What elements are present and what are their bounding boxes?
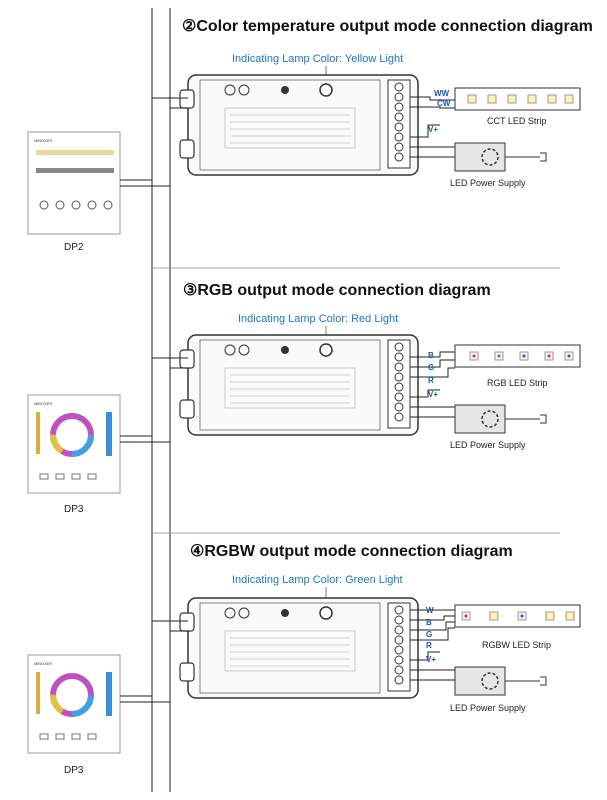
strip-label: RGBW LED Strip — [482, 640, 551, 650]
section-title: ④RGBW output mode connection diagram — [190, 543, 513, 560]
wire-label: R — [428, 376, 434, 385]
section-rgb: ③RGB output mode connection diagram Indi… — [27, 282, 581, 515]
section-rgbw: ④RGBW output mode connection diagram Ind… — [27, 543, 581, 776]
section-title: ②Color temperature output mode connectio… — [182, 18, 593, 35]
strip-label: CCT LED Strip — [487, 116, 546, 126]
ce-icon — [224, 344, 236, 356]
wire-label: B — [428, 351, 434, 360]
power-supply — [454, 666, 547, 696]
wire-label: W — [426, 606, 434, 615]
panel-name: DP2 — [64, 242, 84, 253]
terminal-block — [387, 339, 411, 429]
button-icon — [281, 86, 289, 94]
panel-brand: MiBOXER — [34, 138, 52, 143]
wire-label: G — [426, 630, 432, 639]
wall-panel: MiBOXER — [27, 131, 121, 235]
power-supply — [454, 404, 547, 434]
wire-label: B — [426, 618, 432, 627]
controller-box — [179, 597, 419, 699]
panel-name: DP3 — [64, 504, 84, 515]
wire-label: R — [426, 641, 432, 650]
indicator-label: Indicating Lamp Color: Green Light — [232, 574, 403, 586]
gear-icon — [481, 410, 499, 428]
gear-icon — [481, 672, 499, 690]
terminal-block — [387, 602, 411, 692]
wire-label: G — [428, 363, 434, 372]
power-label: LED Power Supply — [450, 440, 526, 450]
panel-name: DP3 — [64, 765, 84, 776]
panel-brand: MiBOXER — [34, 661, 52, 666]
wire-label: CW — [437, 99, 451, 108]
ce-icon — [238, 607, 250, 619]
ce-icon — [224, 84, 236, 96]
wire-label: V+ — [428, 125, 438, 134]
led-strip-rgb — [454, 344, 581, 368]
ce-icon — [224, 607, 236, 619]
indicator-lamp — [319, 83, 333, 97]
led-strip-cct — [454, 87, 581, 111]
terminal-block — [387, 79, 411, 169]
indicator-lamp — [319, 606, 333, 620]
ce-icon — [238, 344, 250, 356]
button-icon — [281, 346, 289, 354]
panel-brand: MiBOXER — [34, 401, 52, 406]
wall-panel: MiBOXER — [27, 654, 121, 754]
controller-box — [179, 74, 419, 176]
led-strip-rgbw — [454, 604, 581, 628]
indicator-label: Indicating Lamp Color: Red Light — [238, 313, 398, 325]
wire-label: V+ — [428, 390, 438, 399]
indicator-label: Indicating Lamp Color: Yellow Light — [232, 53, 403, 65]
button-icon — [281, 609, 289, 617]
wire-label: V+ — [426, 655, 436, 664]
controller-box — [179, 334, 419, 436]
wall-panel: MiBOXER — [27, 394, 121, 494]
label-plate — [224, 107, 356, 149]
power-label: LED Power Supply — [450, 178, 526, 188]
strip-label: RGB LED Strip — [487, 378, 548, 388]
gear-icon — [481, 148, 499, 166]
power-label: LED Power Supply — [450, 703, 526, 713]
indicator-lamp — [319, 343, 333, 357]
section-title: ③RGB output mode connection diagram — [183, 282, 491, 299]
wire-label: WW — [434, 89, 450, 98]
ce-icon — [238, 84, 250, 96]
power-supply — [454, 142, 547, 172]
section-cct: ②Color temperature output mode connectio… — [27, 18, 593, 253]
